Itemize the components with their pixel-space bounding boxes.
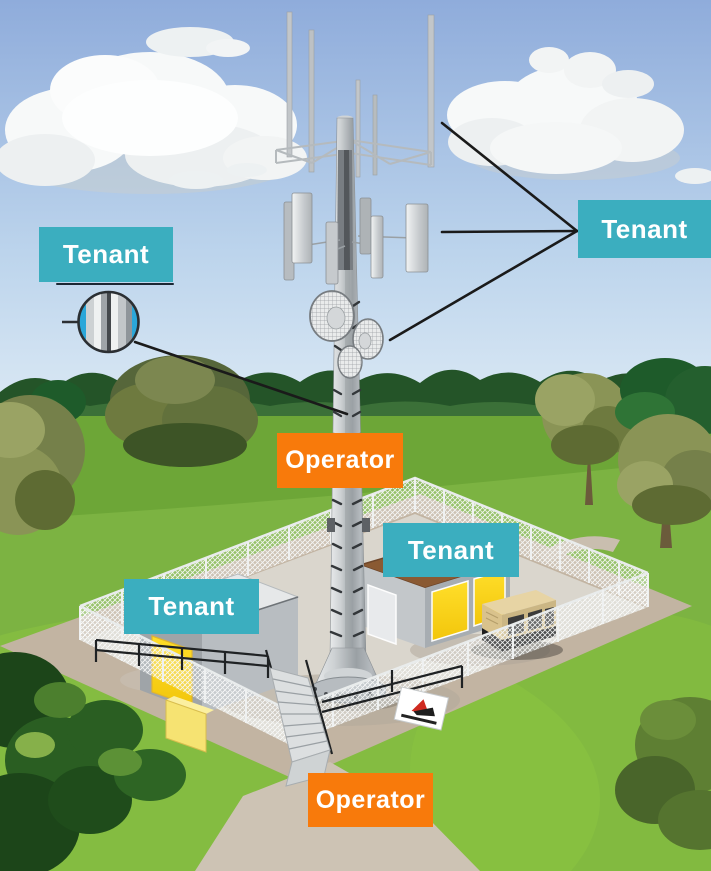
whip-antennas xyxy=(286,11,435,178)
cable-stripe-cyan xyxy=(78,292,86,352)
operator-label-tower: Operator xyxy=(277,433,403,488)
access-stairs xyxy=(94,638,464,787)
shelter-door-yellow xyxy=(431,579,469,643)
panel-antennas xyxy=(283,192,429,285)
tenant-label-top-left: Tenant xyxy=(39,227,173,282)
foreground-foliage-left xyxy=(0,652,186,871)
cable-detail-magnifier xyxy=(62,290,140,354)
clouds xyxy=(0,27,711,194)
shelter-door-white xyxy=(367,583,397,646)
fence-front xyxy=(79,571,649,744)
tenant-label-bottom-left: Tenant xyxy=(124,579,259,634)
tenant-label-mid-right-text: Tenant xyxy=(407,534,495,565)
operator-label-site-text: Operator xyxy=(315,785,426,814)
trees xyxy=(0,355,711,548)
tenant-label-top-right-text: Tenant xyxy=(601,213,688,244)
cable-stripe-cyan xyxy=(132,292,139,352)
tenant-label-top-right: Tenant xyxy=(578,200,711,258)
operator-label-site: Operator xyxy=(308,773,433,827)
tenant-label-top-left-text: Tenant xyxy=(62,239,150,269)
foreground-foliage-right xyxy=(615,697,711,850)
tenant-label-mid-right: Tenant xyxy=(383,523,519,577)
microwave-dishes xyxy=(309,290,384,379)
warning-sign xyxy=(393,686,450,731)
operator-label-tower-text: Operator xyxy=(285,446,395,474)
leader-lines xyxy=(56,121,579,416)
tenant-label-bottom-left-text: Tenant xyxy=(148,591,235,621)
